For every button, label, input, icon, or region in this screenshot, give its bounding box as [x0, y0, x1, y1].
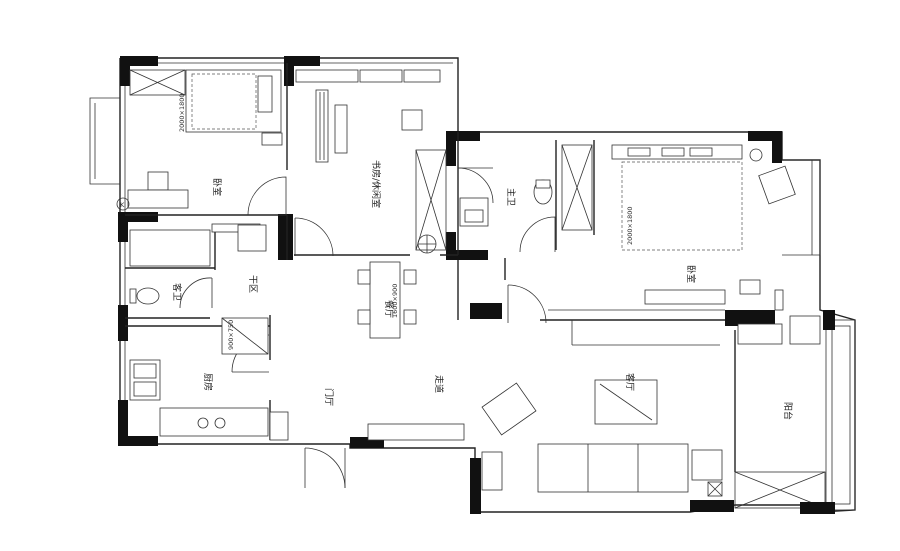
dim-cabinet: 900×750: [227, 320, 235, 350]
room-labels: 卧室 书房/休闲室 主卫 卧室 客卫 干区 餐厅 厨房 门厅 走道 客厅 阳台: [171, 160, 794, 420]
dim-bed-1: 2000×1800: [178, 93, 186, 132]
label-bedroom-1: 卧室: [211, 178, 223, 196]
dim-dining-table: 1600×900: [391, 284, 399, 318]
label-kitchen: 厨房: [202, 373, 214, 391]
label-entrance: 门厅: [323, 388, 335, 406]
master-bedroom-furniture: [611, 144, 796, 311]
balcony-fixtures: [737, 315, 821, 345]
kitchen-fixtures: [129, 359, 289, 441]
compass-letter: K: [120, 201, 125, 209]
interior-walls: [125, 63, 736, 472]
bedroom-1-furniture: [127, 69, 283, 209]
living-furniture: [367, 379, 723, 497]
master-bath-fixtures: [459, 144, 593, 231]
label-dining: 餐厅: [383, 300, 395, 318]
label-master-bath: 主卫: [505, 188, 517, 206]
label-dry-area: 干区: [247, 275, 258, 293]
study-furniture: [295, 69, 447, 254]
dimension-notes: 2000×1800 2000×1800 1600×900 900×750: [178, 93, 634, 350]
dining-furniture: [357, 261, 417, 339]
label-study: 书房/休闲室: [370, 160, 382, 208]
label-living: 客厅: [624, 373, 636, 391]
compass-marker: K: [116, 197, 130, 211]
dim-master-bed: 2000×1800: [626, 206, 634, 245]
label-balcony: 阳台: [782, 402, 794, 420]
label-master-bedroom: 卧室: [685, 265, 697, 283]
guest-bath-fixtures: [129, 223, 269, 355]
label-guest-bath: 客卫: [171, 283, 183, 301]
label-corridor: 走道: [433, 375, 445, 393]
structural-columns: [118, 56, 835, 514]
